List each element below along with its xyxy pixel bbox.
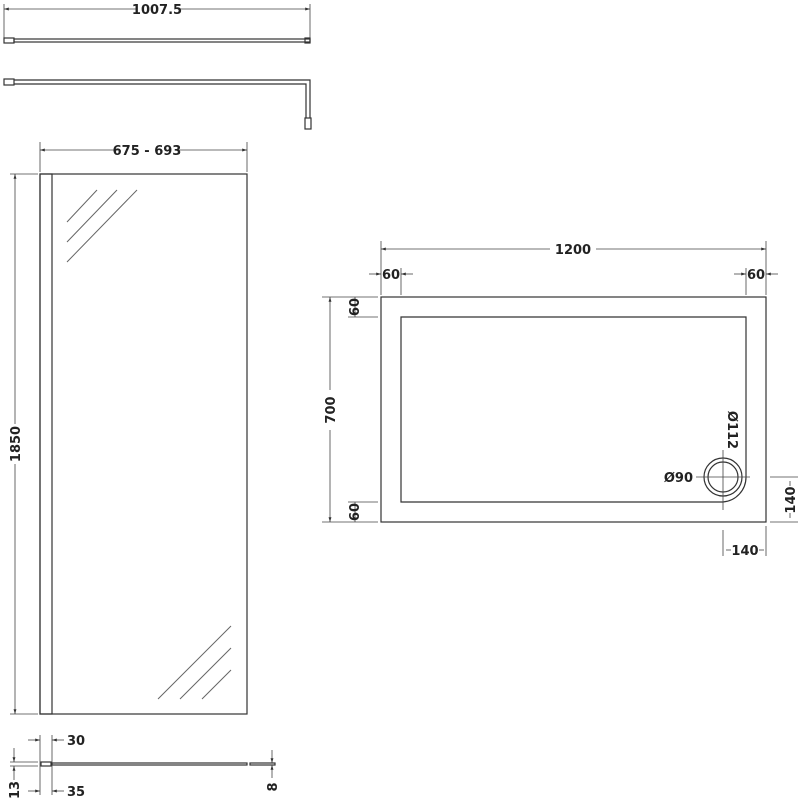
right-rim-label: 60 [747, 268, 765, 283]
shower-tray-view: 1200 60 60 700 60 60 Ø112 Ø90 140 140 [322, 241, 799, 559]
support-arm-view [3, 78, 312, 130]
profile-section-view: 30 35 13 8 [8, 734, 281, 800]
base-width-label: 35 [67, 785, 85, 800]
waste-outer-diameter-label: Ø112 [724, 411, 739, 449]
channel-height-label: 13 [8, 781, 23, 799]
top-rim-label: 60 [348, 298, 363, 316]
bar-width-label: 1007.5 [132, 3, 182, 18]
tray-width-label: 700 [324, 396, 339, 423]
tray-length-label: 1200 [555, 243, 591, 258]
channel-width-label: 30 [67, 734, 85, 749]
glass-thickness-label: 8 [266, 782, 281, 791]
panel-height-label: 1850 [9, 426, 24, 462]
waste-offset-x-label: 140 [731, 544, 758, 559]
top-bar-view: 1007.5 [3, 3, 311, 44]
left-rim-label: 60 [382, 268, 400, 283]
bottom-rim-label: 60 [348, 503, 363, 521]
waste-outlet-icon [696, 450, 750, 510]
panel-width-label: 675 - 693 [113, 144, 182, 159]
glass-panel-view: 675 - 693 1850 [9, 142, 248, 715]
waste-inner-diameter-label: Ø90 [664, 471, 693, 486]
waste-offset-y-label: 140 [784, 486, 799, 513]
